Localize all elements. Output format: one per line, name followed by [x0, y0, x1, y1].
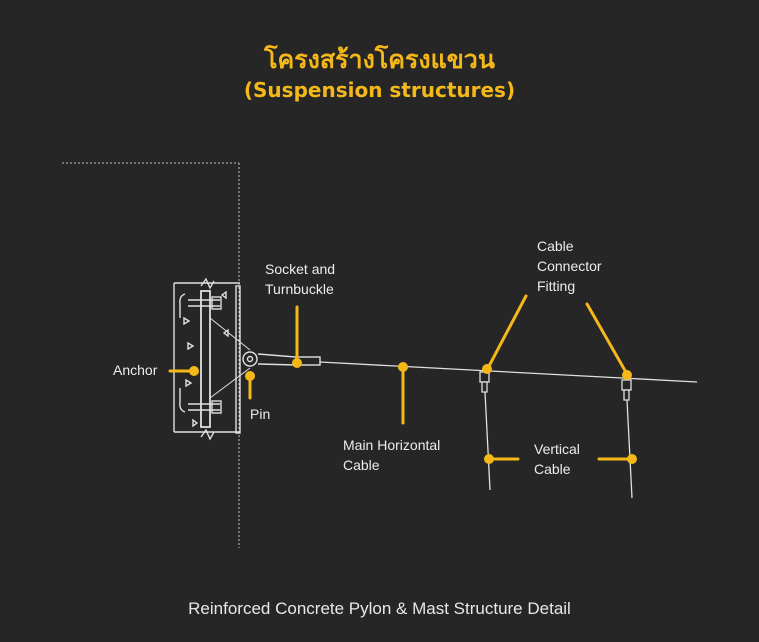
label-anchor: Anchor	[113, 362, 158, 378]
label-connector-3: Fitting	[537, 278, 575, 294]
diagram-caption: Reinforced Concrete Pylon & Mast Structu…	[188, 599, 571, 618]
pylon-boundary	[62, 162, 240, 548]
label-main-cable-2: Cable	[343, 457, 380, 473]
title-english: (Suspension structures)	[243, 78, 516, 102]
anchor-plate	[173, 277, 321, 441]
label-main-cable-1: Main Horizontal	[343, 437, 440, 453]
vertical-cables	[479, 371, 633, 499]
main-cable	[319, 361, 698, 383]
label-socket-1: Socket and	[265, 261, 335, 277]
title-thai: โครงสร้างโครงแขวน	[264, 45, 495, 74]
label-pin: Pin	[250, 406, 270, 422]
label-connector-1: Cable	[537, 238, 574, 254]
label-connector-2: Connector	[537, 258, 602, 274]
label-vertical-1: Vertical	[534, 441, 580, 457]
leader-dots	[189, 358, 637, 464]
label-vertical-2: Cable	[534, 461, 571, 477]
label-socket-2: Turnbuckle	[265, 281, 334, 297]
